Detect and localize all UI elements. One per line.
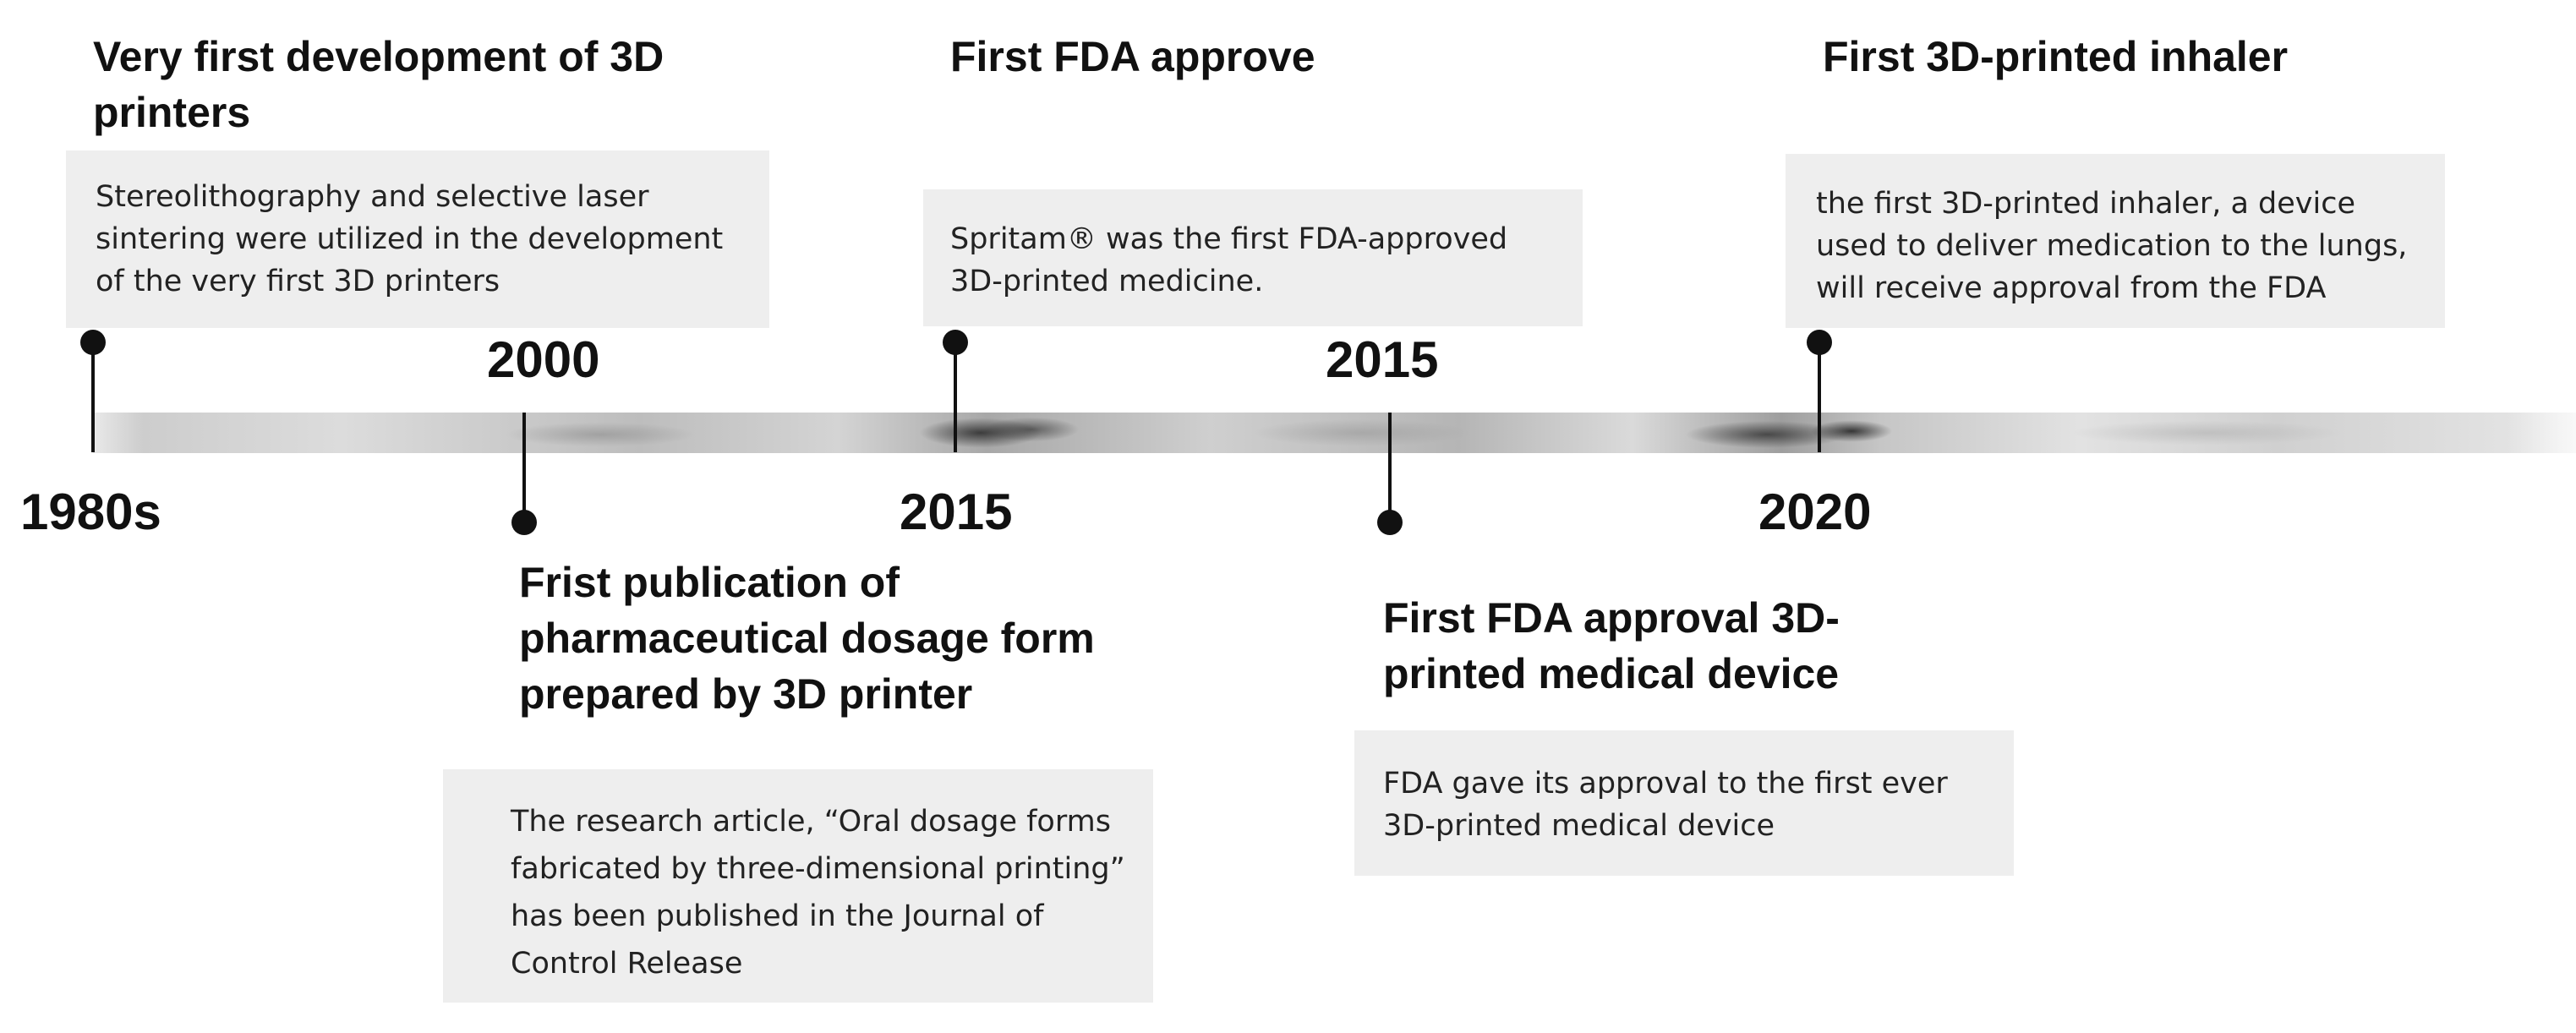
event-2020-year: 2020	[1758, 484, 1872, 540]
event-2015-fda-approve-year: 2015	[900, 484, 1013, 540]
event-2020-description-box: the first 3D-printed inhaler, a device u…	[1786, 154, 2445, 328]
event-2020-connector	[1818, 342, 1821, 452]
event-2015-fda-approve-connector	[954, 342, 957, 452]
event-2015-fda-approve-description: Spritam® was the first FDA-approved 3D-p…	[950, 222, 1508, 298]
event-2000-description-box: The research article, “Oral dosage forms…	[443, 769, 1153, 1003]
event-2015-fda-approve-description-box: Spritam® was the first FDA-approved 3D-p…	[923, 189, 1583, 326]
event-2020-description: the first 3D-printed inhaler, a device u…	[1816, 187, 2408, 305]
timeline-band-fade-left	[93, 413, 144, 453]
event-2020-title: First 3D-printed inhaler	[1823, 33, 2289, 80]
event-2015-medical-device-title: First FDA approval 3D-printed medical de…	[1383, 594, 1840, 697]
event-2000-description: The research article, “Oral dosage forms…	[511, 805, 1125, 981]
event-2015-fda-approve-title: First FDA approve	[950, 33, 1315, 80]
timeline-band-fade-right	[2508, 413, 2576, 453]
event-2015-medical-device-marker	[1377, 510, 1403, 535]
event-1980s-description: Stereolithography and selective laser si…	[96, 180, 724, 298]
event-2000-title: Frist publication of pharmaceutical dosa…	[519, 559, 1095, 718]
event-2000-connector	[522, 413, 526, 524]
timeline-band	[93, 413, 2576, 453]
event-1980s-connector	[91, 342, 95, 452]
event-2000-marker	[511, 510, 537, 535]
event-1980s-year: 1980s	[20, 484, 161, 540]
event-2015-medical-device-description: FDA gave its approval to the first ever …	[1383, 767, 1948, 843]
event-1980s-title: Very first development of 3D printers	[93, 33, 665, 136]
event-2015-medical-device-description-box: FDA gave its approval to the first ever …	[1354, 730, 2014, 876]
event-2000-year: 2000	[487, 331, 600, 388]
event-2015-medical-device-year: 2015	[1326, 331, 1439, 388]
event-1980s-description-box: Stereolithography and selective laser si…	[66, 150, 769, 328]
event-2015-medical-device-connector	[1388, 413, 1392, 524]
